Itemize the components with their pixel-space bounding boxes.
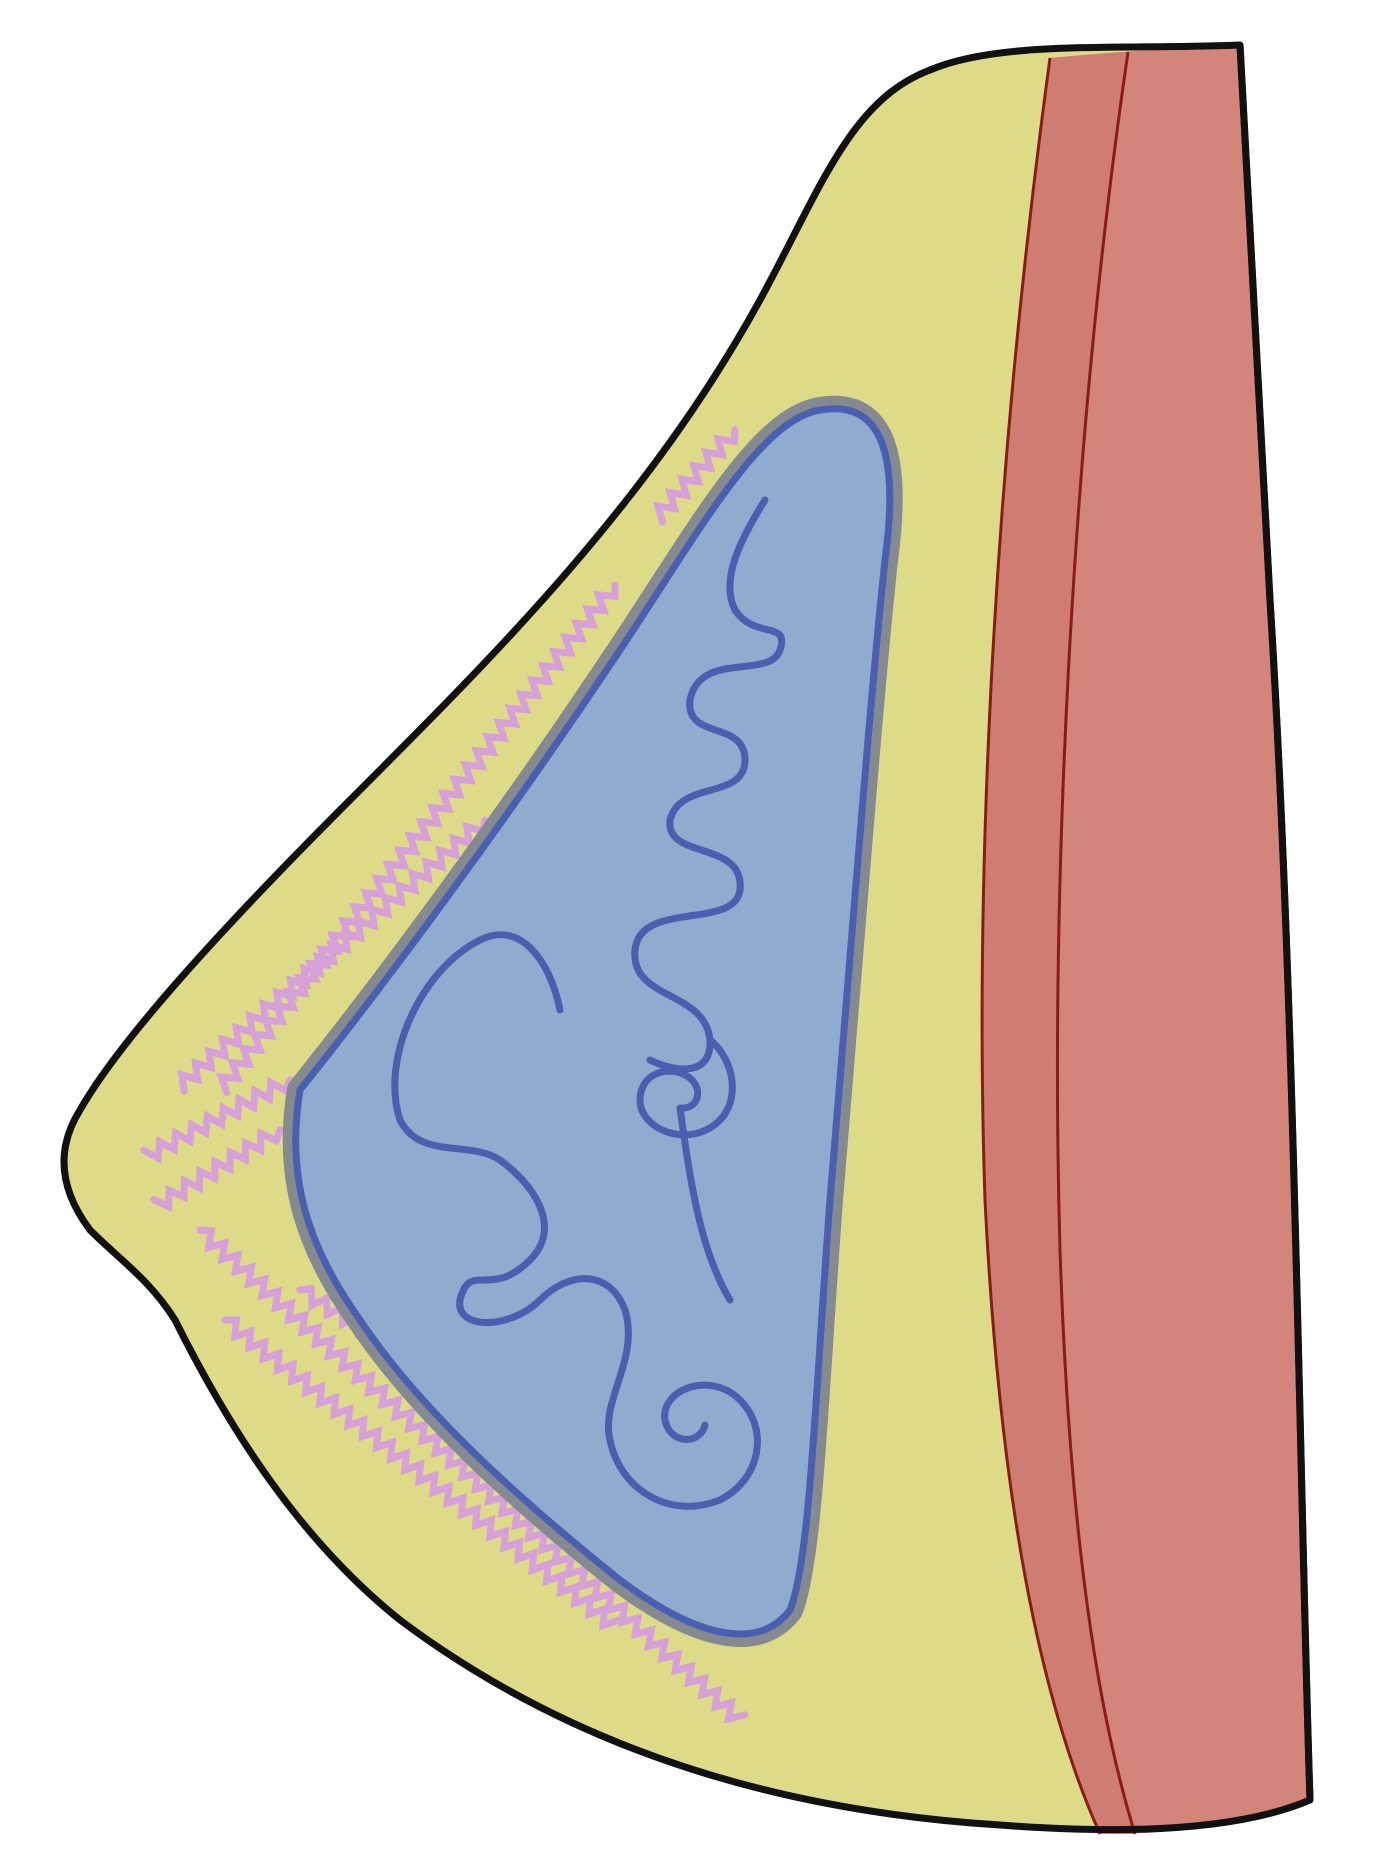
breast-cross-section-diagram [0, 0, 1383, 1854]
